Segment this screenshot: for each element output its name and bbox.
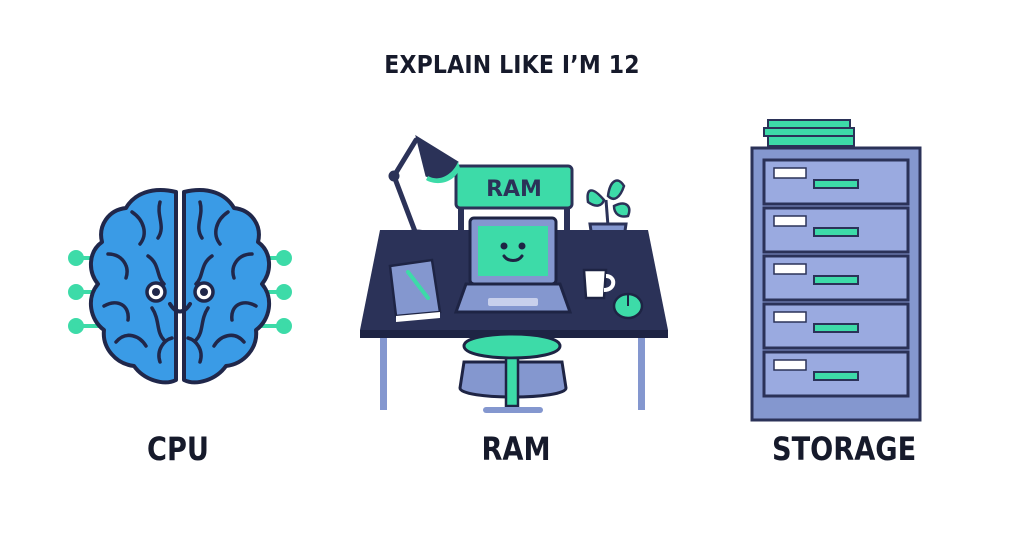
coffee-mug-icon — [582, 268, 616, 300]
desk-lamp-icon — [388, 134, 460, 243]
desk-workspace-icon: RAM — [360, 134, 668, 413]
mouse-icon — [612, 292, 644, 320]
drawer-handle — [813, 323, 859, 333]
laptop-icon — [453, 216, 573, 314]
cabinet-drawers — [762, 158, 910, 398]
ram-label: RAM — [481, 430, 551, 468]
page-title: EXPLAIN LIKE I’M 12 — [384, 50, 640, 79]
ram-sign: RAM — [454, 164, 574, 210]
cabinet-drawer — [762, 158, 910, 206]
storage-illustration — [748, 118, 924, 424]
ram-illustration: RAM — [356, 126, 672, 416]
chair-icon — [458, 332, 568, 413]
drawer-handle — [813, 227, 859, 237]
cabinet-drawer — [762, 206, 910, 254]
drawer-handle — [813, 179, 859, 189]
cabinet-drawer — [762, 350, 910, 398]
drawer-handle — [813, 371, 859, 381]
ram-sign-text: RAM — [486, 177, 542, 202]
storage-label: STORAGE — [772, 430, 917, 468]
cpu-illustration — [60, 180, 300, 400]
filing-cabinet-icon — [750, 119, 922, 422]
notebook-icon — [388, 258, 442, 322]
cabinet-drawer — [762, 302, 910, 350]
folders-stack-icon — [763, 119, 855, 147]
cabinet-drawer — [762, 254, 910, 302]
smiling-brain-icon — [68, 188, 292, 385]
drawer-handle — [813, 275, 859, 285]
brain-face — [145, 281, 215, 314]
cpu-label: CPU — [147, 430, 209, 468]
